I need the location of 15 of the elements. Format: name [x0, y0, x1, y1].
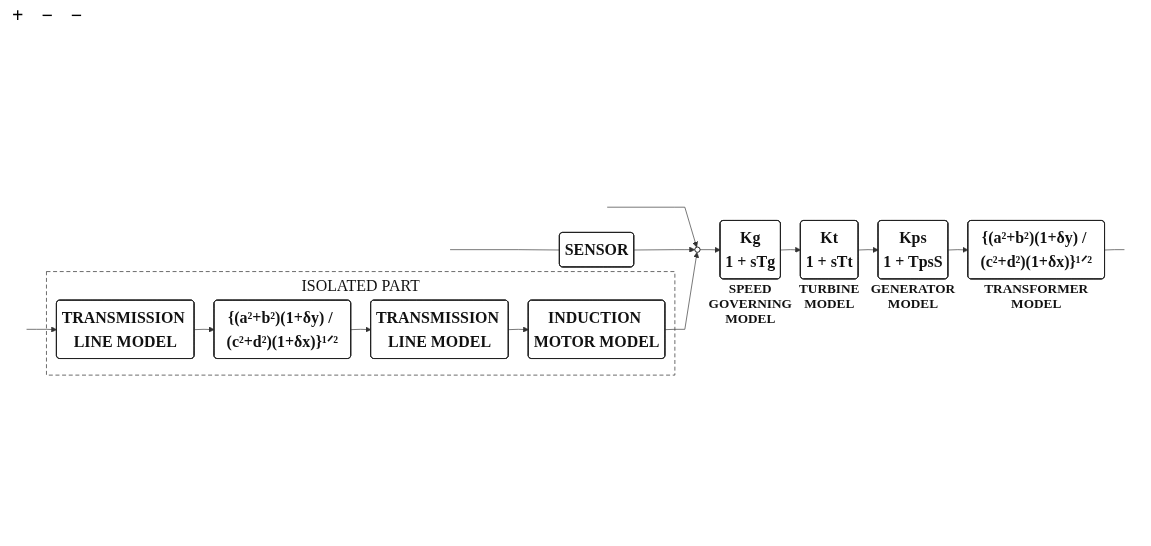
block-caption: TRANSFORMER: [984, 281, 1089, 297]
node-circle: [694, 246, 701, 253]
connector: [449, 249, 561, 251]
connector: [1104, 249, 1125, 251]
block-caption: MODEL: [725, 310, 776, 326]
block-caption: MODEL: [887, 296, 938, 312]
sign-label: +: [12, 4, 24, 27]
sign-label: −: [41, 4, 53, 27]
block-caption: GENERATOR: [870, 281, 956, 297]
block-caption: SPEED: [728, 281, 772, 297]
block-caption: MODEL: [804, 296, 855, 312]
block-caption: TURBINE: [799, 281, 860, 297]
sign-label: −: [70, 4, 83, 27]
block-caption: MODEL: [1011, 296, 1062, 312]
block-caption: GOVERNING: [708, 296, 792, 312]
